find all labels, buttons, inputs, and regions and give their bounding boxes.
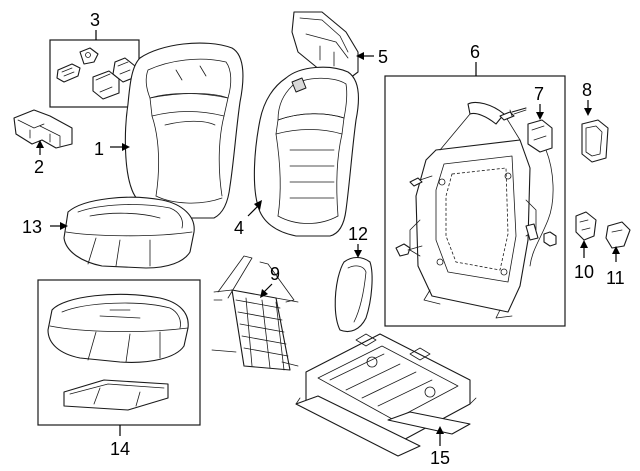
callout-10: 10 <box>574 262 594 282</box>
part-15-seat-track <box>295 333 477 457</box>
part-1-seat-back-cover <box>124 42 244 219</box>
callout-11: 11 <box>606 268 625 288</box>
part-6-seat-back-frame <box>395 101 537 319</box>
callout-5: 5 <box>378 47 388 67</box>
part-14-group-box <box>37 279 201 426</box>
part-5-headrest-bracket <box>291 11 359 79</box>
callout-8: 8 <box>582 80 592 100</box>
part-3-clips <box>56 47 136 100</box>
part-6-group-box <box>384 75 566 327</box>
part-14-cushion-pad <box>47 293 189 411</box>
callout-3: 3 <box>90 10 100 30</box>
part-8-trim-cover <box>581 119 609 163</box>
part-7-recliner-cable <box>525 119 557 267</box>
callout-13: 13 <box>22 217 42 237</box>
part-10-clip <box>575 211 597 241</box>
callout-2: 2 <box>34 157 44 177</box>
callout-15: 15 <box>430 448 450 468</box>
callout-1: 1 <box>94 139 104 159</box>
part-11-cap <box>605 221 631 249</box>
leader-lines <box>36 30 620 446</box>
part-13-cushion-cover <box>63 196 195 269</box>
callout-14: 14 <box>110 439 130 459</box>
callout-12: 12 <box>348 224 368 244</box>
callout-4: 4 <box>234 218 244 238</box>
part-4-seat-back-pad <box>253 66 359 237</box>
part-2-bracket <box>13 109 73 149</box>
callout-7: 7 <box>534 84 544 104</box>
part-9-suspension-mat <box>211 255 299 371</box>
callout-6: 6 <box>470 42 480 62</box>
part-12-side-panel <box>334 256 373 333</box>
callout-9: 9 <box>270 264 280 284</box>
